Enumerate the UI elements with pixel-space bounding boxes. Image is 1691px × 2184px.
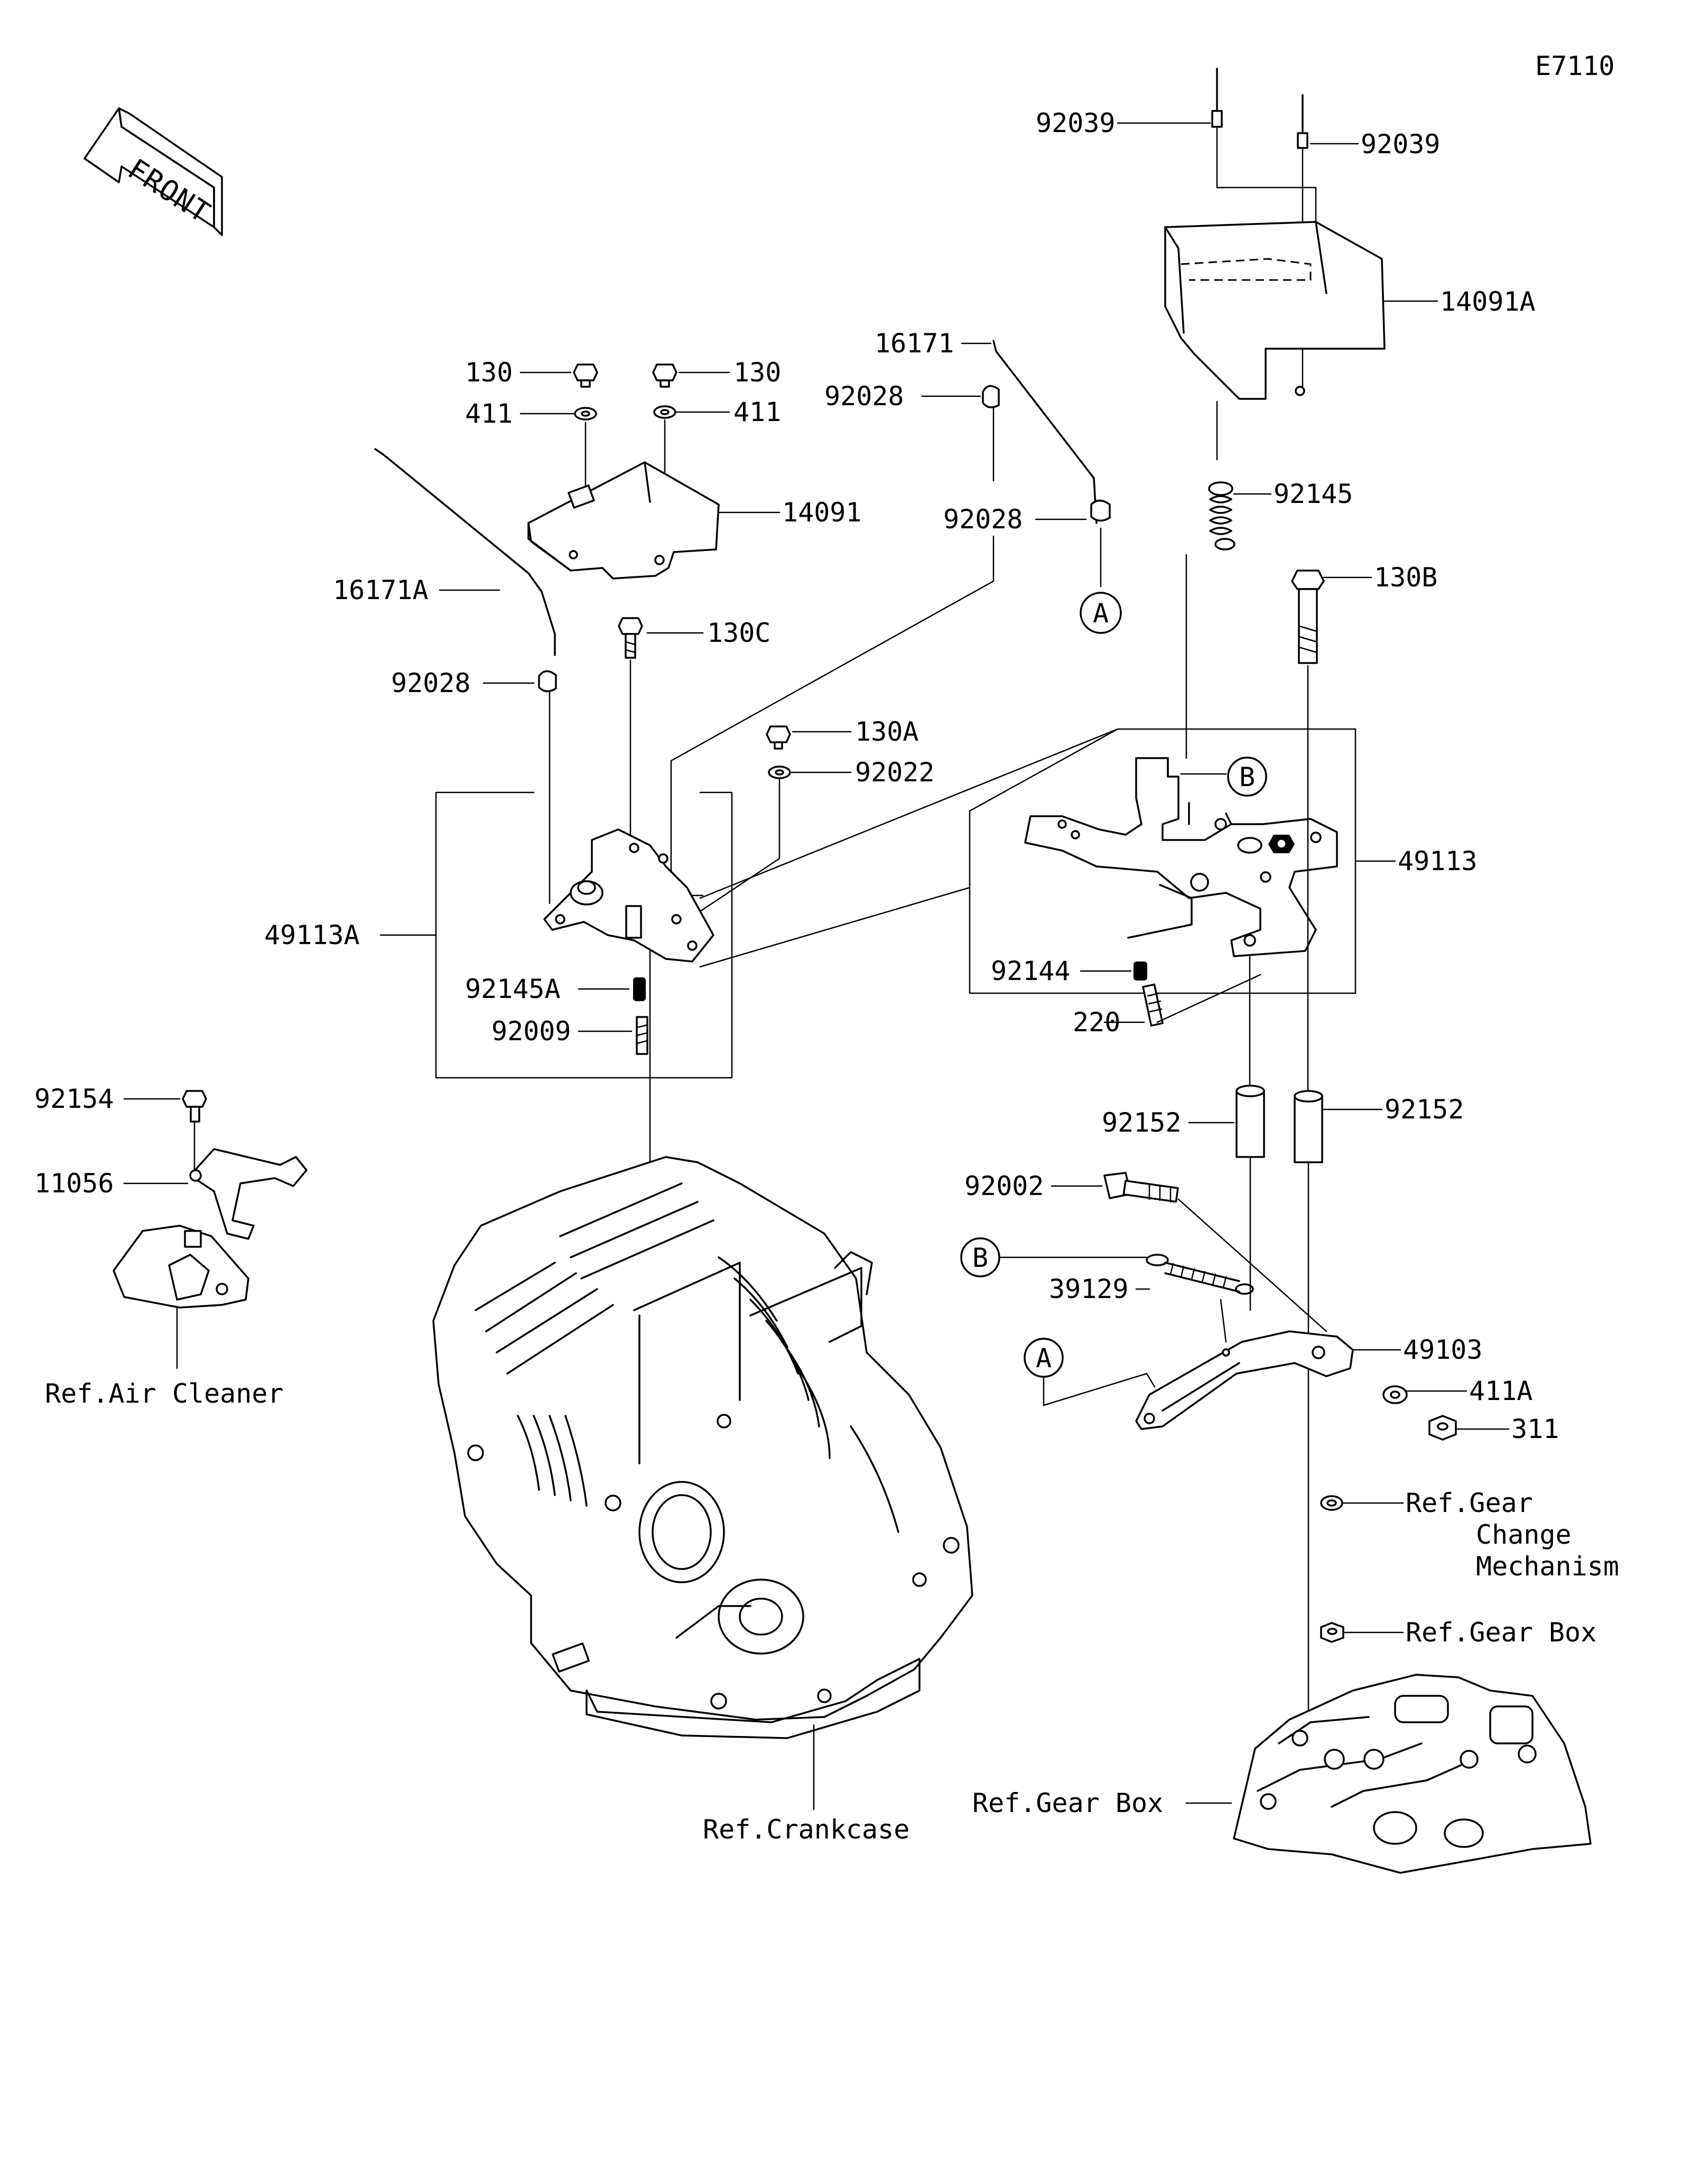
- callout-92028-a: 92028: [824, 381, 904, 412]
- marker-a-bottom: A: [1036, 1343, 1052, 1374]
- callout-92039-b: 92039: [1361, 129, 1441, 160]
- callout-92152-a: 92152: [1102, 1107, 1182, 1138]
- callout-130C: 130C: [707, 618, 770, 648]
- callout-14091: 14091: [782, 497, 862, 528]
- front-arrow-icon: FRONT: [83, 107, 223, 236]
- callout-49113: 49113: [1398, 846, 1478, 876]
- callout-92009: 92009: [491, 1016, 571, 1047]
- callout-311: 311: [1511, 1414, 1559, 1444]
- clip-92028-top: [982, 385, 1000, 408]
- marker-b-top: B: [1239, 762, 1255, 792]
- callout-130A: 130A: [855, 716, 918, 747]
- washer-92022: [768, 766, 791, 779]
- bolt-130A: [766, 725, 791, 750]
- screw-92009: [636, 1016, 648, 1055]
- rod-16171: [992, 340, 1098, 524]
- callout-220: 220: [1073, 1007, 1120, 1038]
- callout-16171A: 16171A: [333, 575, 429, 605]
- bolt-130-left: [573, 363, 598, 388]
- callout-92145A: 92145A: [465, 974, 561, 1004]
- callout-411-a: 411: [465, 398, 513, 429]
- callout-411-b: 411: [733, 397, 781, 427]
- marker-b-bottom: B: [972, 1243, 988, 1273]
- callout-411A: 411A: [1469, 1376, 1532, 1406]
- collar-92152-right: [1294, 1090, 1323, 1163]
- ref-air-cleaner: Ref.Air Cleaner: [45, 1378, 284, 1409]
- bolt-92002: [1103, 1172, 1179, 1203]
- lever-49103: [1135, 1330, 1354, 1430]
- callout-92039-a: 92039: [1036, 108, 1116, 138]
- bolt-92154: [182, 1090, 207, 1123]
- rod-16171A: [374, 448, 556, 656]
- callout-11056: 11056: [34, 1168, 114, 1199]
- callout-92152-b: 92152: [1385, 1094, 1464, 1125]
- bolt-130C: [618, 617, 643, 659]
- pin-92039-left: [1211, 68, 1223, 128]
- washer-411-right: [653, 405, 676, 419]
- ref-gear-change-line3: Mechanism: [1476, 1551, 1619, 1582]
- ref-gear-box-right: Ref.Gear Box: [1406, 1617, 1596, 1648]
- callout-92022: 92022: [855, 757, 935, 788]
- screw-220: [1142, 983, 1164, 1027]
- callout-92145: 92145: [1274, 479, 1353, 509]
- ref-gear-change-line2: Change: [1476, 1519, 1572, 1550]
- bolt-130B: [1291, 570, 1325, 664]
- callout-130-a: 130: [465, 357, 513, 388]
- callout-92028-b: 92028: [943, 504, 1023, 535]
- washer-411-left: [574, 407, 597, 421]
- washer-411A: [1382, 1385, 1408, 1404]
- clip-92028-left: [538, 670, 557, 693]
- crankcase-block: [432, 1156, 973, 1739]
- callout-39129: 39129: [1049, 1274, 1129, 1304]
- callout-49113A: 49113A: [264, 920, 360, 950]
- pin-92039-right: [1297, 94, 1308, 149]
- callout-130B: 130B: [1374, 562, 1437, 593]
- spring-92145: [1208, 481, 1235, 550]
- gear-box-casting: [1233, 1674, 1592, 1874]
- collar-92152-left: [1235, 1085, 1265, 1158]
- nut-311: [1428, 1415, 1457, 1441]
- spring-92145A: [633, 977, 646, 1001]
- clip-92028-mid: [1090, 499, 1111, 522]
- callout-92002: 92002: [964, 1171, 1044, 1201]
- nut-gear-box: [1320, 1622, 1344, 1643]
- cover-14091A: [1164, 221, 1386, 400]
- callout-49103: 49103: [1403, 1334, 1483, 1365]
- callout-14091A: 14091A: [1440, 286, 1536, 317]
- lever-assembly-49113: [1024, 757, 1338, 957]
- air-cleaner-housing: [113, 1225, 249, 1309]
- washer-gear-change: [1320, 1495, 1343, 1511]
- cover-14091: [527, 461, 720, 580]
- callout-92028-c: 92028: [391, 668, 471, 698]
- callout-16171: 16171: [875, 328, 954, 359]
- callout-130-b: 130: [733, 357, 781, 388]
- spring-39129: [1146, 1254, 1254, 1295]
- bolt-130-right: [652, 363, 677, 388]
- ref-gear-box-left: Ref.Gear Box: [972, 1788, 1163, 1818]
- lever-assembly-49113A: [543, 828, 714, 963]
- ref-gear-change-line1: Ref.Gear: [1406, 1488, 1533, 1518]
- marker-a-top: A: [1093, 598, 1109, 629]
- callout-92154: 92154: [34, 1084, 114, 1114]
- ref-crankcase: Ref.Crankcase: [703, 1814, 909, 1845]
- callout-92144: 92144: [991, 956, 1071, 986]
- diagram-id: E7110: [1535, 51, 1615, 81]
- bracket-11056: [189, 1148, 308, 1240]
- spring-92144: [1133, 962, 1147, 981]
